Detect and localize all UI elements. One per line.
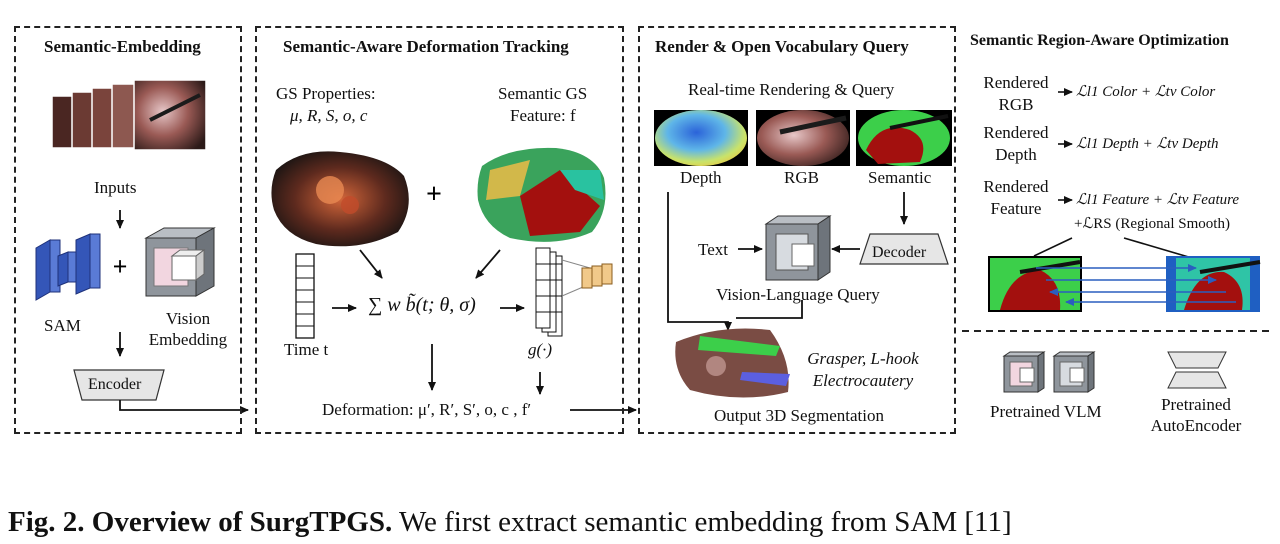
sam-icon: [35, 233, 101, 301]
text-label: Text: [698, 240, 728, 259]
panel-render-query: [638, 26, 956, 434]
rgb-label: RGB: [784, 168, 819, 187]
feature-network-icon: [535, 247, 613, 337]
inputs-label: Inputs: [94, 178, 137, 197]
panel-title: Semantic Region-Aware Optimization: [970, 32, 1229, 49]
deformation-label: Deformation: μ′, R′, S′, o, c , f′: [322, 400, 532, 419]
panel-deformation-tracking: [255, 26, 624, 434]
feature-map-left: [988, 256, 1082, 312]
time-vector-icon: [295, 253, 315, 339]
decoder-trapezoid: [859, 233, 949, 265]
basis-formula: ∑ w b̃(t; θ, σ): [368, 294, 476, 316]
time-label: Time t: [284, 340, 329, 359]
encoder-label: Encoder: [88, 376, 142, 393]
feature-map-right: [1166, 256, 1261, 312]
feature-label: Feature: f: [510, 106, 576, 125]
regional-smooth-loss: +ℒRS (Regional Smooth): [1074, 216, 1230, 232]
classes-label: Grasper, L-hook Electrocautery: [807, 349, 919, 390]
pretrained-vlm-label: Pretrained VLM: [990, 402, 1102, 421]
vlm-cube-icon: [764, 215, 832, 281]
rendered-feature-label: Rendered Feature: [983, 177, 1049, 218]
vision-embedding-label: Vision Embedding: [148, 309, 228, 349]
g-function-label: g(·): [528, 340, 553, 359]
depth-render-image: [654, 110, 748, 166]
output-segmentation-image: [675, 328, 790, 398]
gs-point-cloud: [271, 151, 409, 247]
vision-embedding-cube-icon: [144, 227, 216, 297]
input-frames: [51, 79, 207, 151]
caption-bold: Fig. 2. Overview of SurgTPGS.: [8, 506, 393, 538]
panel-title: Semantic-Embedding: [44, 37, 201, 56]
gs-properties-label: GS Properties:: [276, 84, 376, 103]
semantic-gs-label: Semantic GS: [498, 84, 588, 103]
gs-vars-label: μ, R, S, o, c: [290, 106, 368, 125]
vlq-label: Vision-Language Query: [716, 285, 880, 304]
figure-caption: Fig. 2. Overview of SurgTPGS. We first e…: [8, 506, 1012, 539]
plus-sign: +: [113, 252, 128, 281]
feature-loss: ℒl1 Feature + ℒtv Feature: [1076, 192, 1240, 208]
rendered-depth-label: Rendered Depth: [983, 123, 1049, 164]
panel-title: Semantic-Aware Deformation Tracking: [283, 37, 569, 56]
pretrained-autoencoder-icon: [1167, 351, 1227, 389]
semantic-label: Semantic: [868, 168, 932, 187]
realtime-label: Real-time Rendering & Query: [688, 80, 895, 99]
caption-rest: We first extract semantic embedding from…: [392, 506, 1012, 538]
sam-label: SAM: [44, 316, 81, 335]
pretrained-vlm-icons: [1002, 351, 1096, 393]
panel-title: Render & Open Vocabulary Query: [655, 37, 909, 56]
rendered-rgb-label: Rendered RGB: [983, 73, 1049, 114]
depth-loss: ℒl1 Depth + ℒtv Depth: [1076, 136, 1219, 152]
rgb-render-image: [756, 110, 850, 166]
depth-label: Depth: [680, 168, 722, 187]
decoder-label: Decoder: [872, 244, 927, 261]
output-label: Output 3D Segmentation: [714, 406, 884, 425]
semantic-render-image: [856, 110, 952, 166]
pretrained-ae-label: Pretrained AutoEncoder: [1150, 395, 1242, 435]
semantic-gs-cloud: [477, 147, 606, 242]
plus-sign-2: +: [426, 179, 442, 210]
encoder-trapezoid: [73, 369, 165, 401]
panel-semantic-embedding: [14, 26, 242, 434]
rgb-loss: ℒl1 Color + ℒtv Color: [1076, 84, 1216, 100]
